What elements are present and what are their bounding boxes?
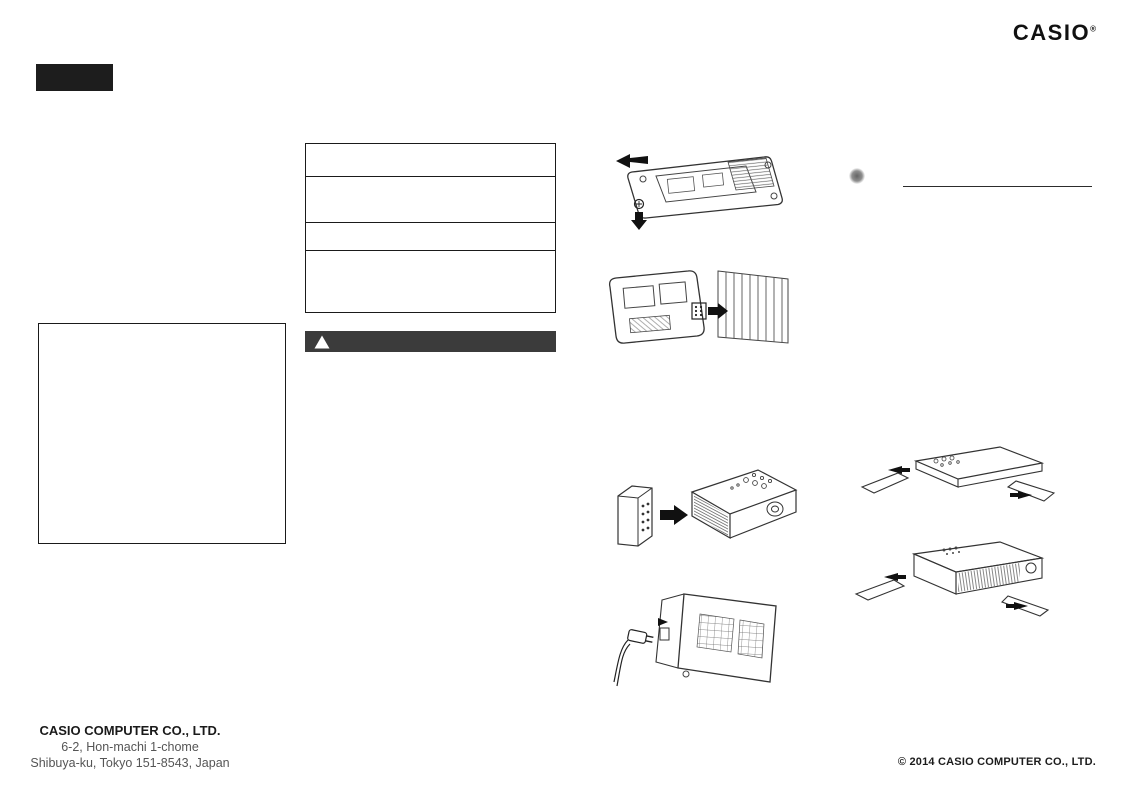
arrow-right-icon xyxy=(1010,491,1032,499)
table-row xyxy=(306,177,555,223)
publisher-address-line1: 6-2, Hon-machi 1-chome xyxy=(61,740,199,754)
registered-trademark-icon: ® xyxy=(1090,24,1096,34)
illustration-projector-bottom-view xyxy=(608,148,793,233)
table-row xyxy=(306,223,555,251)
publisher-block: CASIO COMPUTER CO., LTD. 6-2, Hon-machi … xyxy=(24,722,236,771)
illustration-handheld-top-view xyxy=(858,435,1058,520)
note-box xyxy=(38,323,286,544)
arrow-left-icon xyxy=(616,154,648,168)
arrow-left-icon xyxy=(884,573,906,581)
casio-logo: CASIO® xyxy=(1013,20,1096,46)
arrow-right-icon xyxy=(660,505,688,525)
casio-logo-text: CASIO xyxy=(1012,20,1091,45)
illustration-filter-attach xyxy=(608,452,803,562)
hand-right xyxy=(1006,480,1056,502)
table-row xyxy=(306,144,555,177)
table-row xyxy=(306,251,555,312)
caution-triangle-icon xyxy=(314,335,330,348)
caution-header-bar xyxy=(305,331,556,352)
section-heading-rule xyxy=(903,186,1092,187)
illustration-handheld-front-view xyxy=(852,532,1052,627)
arrow-right-icon xyxy=(658,618,668,626)
language-label-block xyxy=(36,64,113,91)
spec-table xyxy=(305,143,556,313)
copyright-notice: © 2014 CASIO COMPUTER CO., LTD. xyxy=(897,756,1096,768)
illustration-power-cord-connect xyxy=(612,588,792,698)
hand-left xyxy=(854,579,906,601)
hand-right xyxy=(1001,595,1050,617)
publisher-company-name: CASIO COMPUTER CO., LTD. xyxy=(39,723,221,738)
bullet-dot-icon xyxy=(849,168,865,184)
arrow-down-icon xyxy=(631,212,647,230)
hand-left xyxy=(860,472,910,494)
publisher-address-line2: Shibuya-ku, Tokyo 151-8543, Japan xyxy=(30,756,230,770)
arrow-right-icon xyxy=(708,303,728,319)
illustration-projector-side-attach xyxy=(600,265,790,350)
arrow-left-icon xyxy=(888,466,910,474)
arrow-right-icon xyxy=(1006,602,1028,610)
